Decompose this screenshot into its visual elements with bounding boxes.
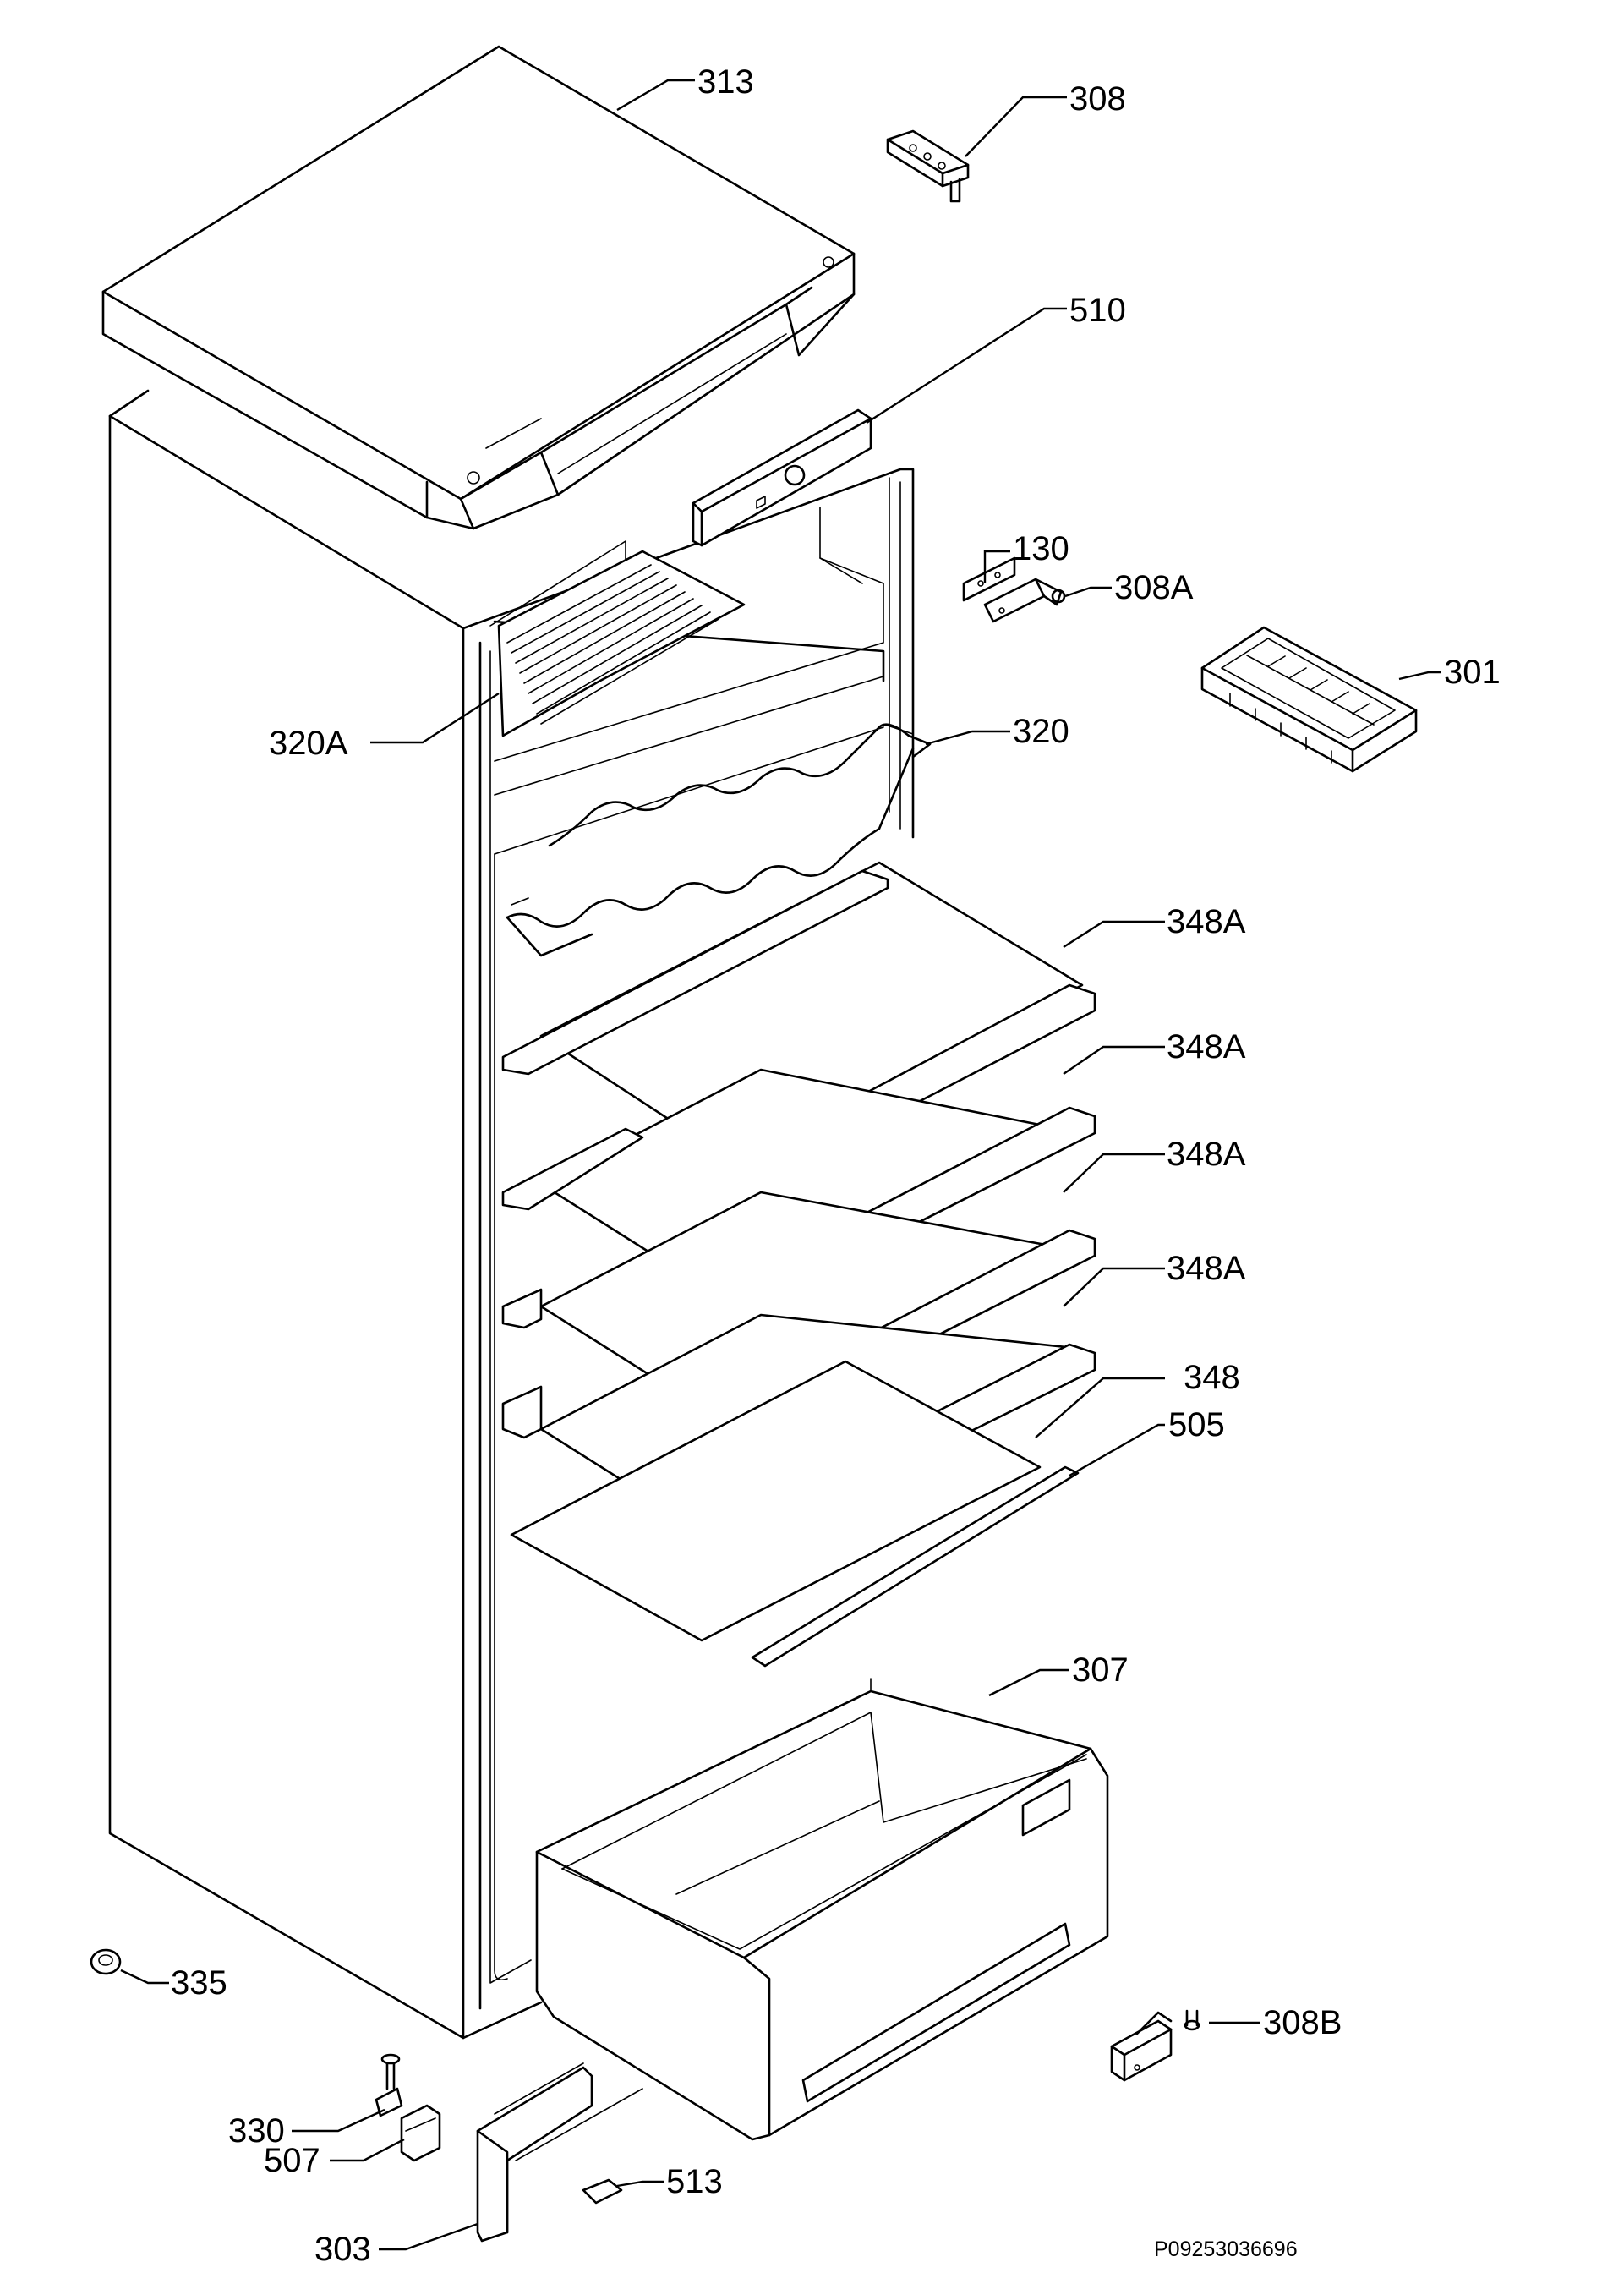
label-513: 513 (666, 2163, 723, 2200)
label-335: 335 (171, 1964, 227, 2002)
label-301: 301 (1444, 654, 1501, 691)
base-cover-303 (476, 2062, 643, 2243)
label-308: 308 (1069, 80, 1126, 118)
label-313: 313 (697, 63, 754, 101)
label-307: 307 (1072, 1651, 1129, 1689)
cabinet-body (108, 389, 915, 2040)
strip-505 (751, 1465, 1080, 1668)
label-505: 505 (1168, 1406, 1225, 1443)
lower-hinge-308B (1110, 2009, 1200, 2082)
label-330: 330 (228, 2112, 285, 2150)
label-348A-4: 348A (1167, 1250, 1246, 1287)
reference-code: P09253036696 (1154, 2237, 1298, 2261)
label-308A: 308A (1114, 569, 1194, 606)
freezer-grille-320A (497, 550, 746, 737)
label-320A: 320A (269, 725, 348, 762)
bottle-rack-320 (506, 723, 932, 957)
hinge-308 (886, 129, 970, 203)
label-348A-2: 348A (1167, 1028, 1246, 1065)
small-part-513 (582, 2178, 623, 2205)
label-308B: 308B (1263, 2004, 1342, 2041)
label-348: 348 (1184, 1359, 1240, 1396)
control-panel-510 (692, 408, 872, 547)
label-130: 130 (1013, 530, 1069, 567)
ice-tray-301 (1200, 626, 1418, 773)
glass-shelf-348 (510, 1360, 1042, 1642)
label-507: 507 (264, 2142, 320, 2179)
label-348A-3: 348A (1167, 1136, 1246, 1173)
screw-330 (375, 2053, 403, 2117)
label-320: 320 (1013, 713, 1069, 750)
label-510: 510 (1069, 292, 1126, 329)
top-cover-313 (101, 45, 856, 530)
clip-507 (400, 2104, 441, 2162)
foot-cap-335 (90, 1948, 122, 1975)
crisper-drawer-307 (535, 1678, 1109, 2141)
leader-lines (120, 79, 1441, 2251)
label-303: 303 (314, 2231, 371, 2268)
part-labels: 313 308 510 130 308A 301 320A 320 348A 3… (171, 63, 1501, 2268)
hinge-bracket-130 (962, 556, 1066, 623)
label-348A-1: 348A (1167, 903, 1246, 940)
